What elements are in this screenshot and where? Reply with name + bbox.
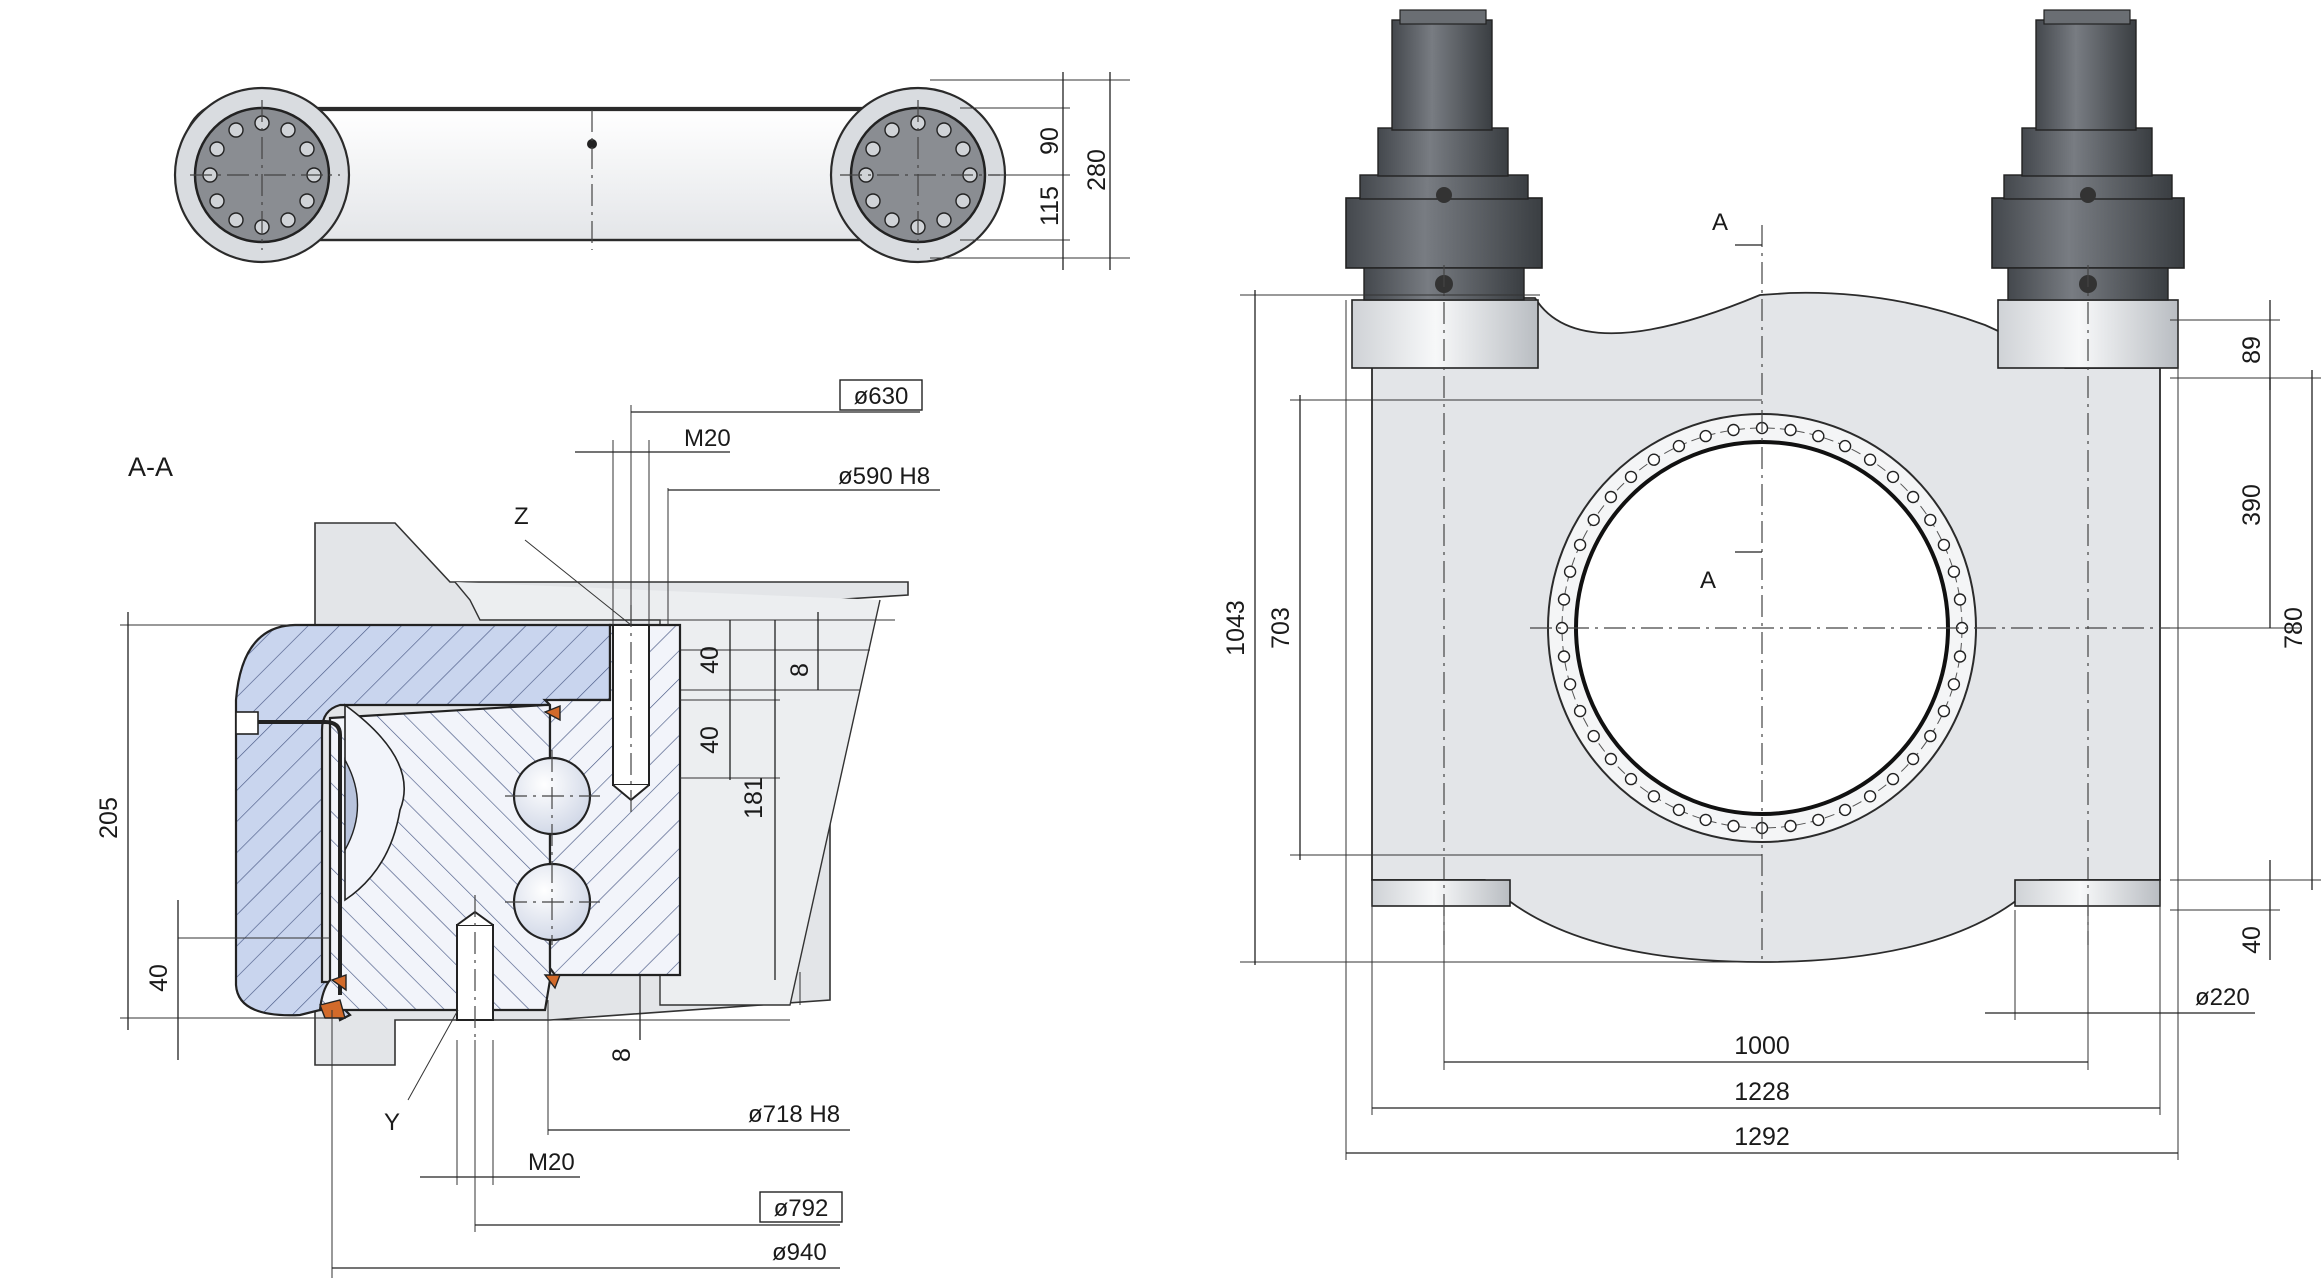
bolt-hole [865,193,881,209]
bolt-hole [1886,470,1900,484]
bolt-hole [1924,729,1937,743]
bolt-hole [1699,813,1712,827]
bolt-hole [1886,772,1900,786]
bolt-hole [209,193,225,209]
dim-1000-label: 1000 [1734,1032,1790,1060]
bolt-hole [1906,490,1920,504]
bolt-hole [1557,593,1571,606]
bolt-hole [1937,538,1951,552]
motor-right [1991,9,2185,301]
dim-1292-label: 1292 [1734,1123,1790,1151]
bolt-hole [1563,678,1577,691]
bolt-hole [955,193,971,209]
d590-label: ø590 H8 [838,463,930,490]
bolt-hole [865,141,881,157]
bolt-hole [1784,423,1797,437]
bolt-hole [1906,752,1920,766]
bolt-hole [1924,513,1937,527]
dim-40-a-label: 40 [696,646,724,674]
dim-390-label: 390 [2238,484,2266,526]
bolt-hole [1863,453,1877,466]
bolt-hole [299,193,315,209]
dim-1043-label: 1043 [1222,600,1250,656]
bolt-hole [1624,470,1638,484]
dim-780-label: 780 [2280,607,2308,649]
bolt-hole [280,122,296,138]
bolt-hole [1587,513,1600,527]
dim-89-label: 89 [2238,336,2266,364]
bolt-hole [1699,429,1712,443]
bolt-hole [1647,453,1661,466]
bolt-hole [1812,429,1825,443]
bolt-hole [1573,538,1587,552]
bolt-hole [1937,704,1951,718]
top-view: 90 115 280 [173,72,1130,270]
bolt-hole [1947,565,1961,578]
bolt-hole [1624,772,1638,786]
dim-205-label: 205 [95,797,123,839]
bolt-hole [936,122,952,138]
section-view: A-A [95,379,940,1278]
bolt-hole [1953,650,1967,663]
front-view: A A 1043 703 89 390 780 40 ø220 [1222,9,2321,1160]
bolt-hole [1672,803,1686,817]
bolt-hole [228,212,244,228]
section-label: A-A [128,452,173,482]
dim-220-label: ø220 [2195,984,2250,1011]
bolt-hole [1947,678,1961,691]
m20-bottom-label: M20 [528,1149,575,1176]
d940-label: ø940 [772,1239,827,1266]
bolt-hole [1727,819,1740,833]
bolt-hole [1587,729,1600,743]
bolt-hole [299,141,315,157]
dim-40-front-label: 40 [2238,926,2266,954]
bolt-hole [1672,439,1686,453]
bolt-hole [955,141,971,157]
dim-703-label: 703 [1267,607,1295,649]
bolt-hole [1838,439,1852,453]
dim-40-b-label: 40 [696,726,724,754]
m20-top-label: M20 [684,425,731,452]
dim-115-label: 115 [1036,186,1064,226]
bolt-hole [884,212,900,228]
d792-label: ø792 [774,1195,829,1222]
bolt-hole [1838,803,1852,817]
dim-90-label: 90 [1036,127,1064,155]
bolt-hole [884,122,900,138]
dim-8-bottom-label: 8 [608,1048,636,1062]
d630-label: ø630 [854,383,909,410]
dim-8-top-label: 8 [786,663,814,677]
dim-181-label: 181 [740,777,768,819]
dim-1228-label: 1228 [1734,1078,1790,1106]
detail-y-label: Y [384,1109,400,1136]
bolt-hole [1727,423,1740,437]
bolt-hole [280,212,296,228]
bolt-hole [936,212,952,228]
cut-a-bottom: A [1700,567,1716,594]
bolt-hole [1647,790,1661,803]
bolt-hole [1812,813,1825,827]
bolt-hole [209,141,225,157]
cut-a-top: A [1712,209,1728,236]
dim-40-left-label: 40 [145,964,173,992]
bolt-hole [1863,790,1877,803]
bolt-hole [1573,704,1587,718]
bolt-hole [1563,565,1577,578]
motor-left [1345,9,1543,301]
dim-280-label: 280 [1083,149,1111,191]
bolt-hole [228,122,244,138]
bolt-hole [1953,593,1967,606]
d718-label: ø718 H8 [748,1101,840,1128]
bolt-hole [1784,819,1797,833]
bolt-hole [1604,752,1618,766]
bolt-hole [1557,650,1571,663]
detail-z-label: Z [514,503,529,530]
bolt-hole [1604,490,1618,504]
